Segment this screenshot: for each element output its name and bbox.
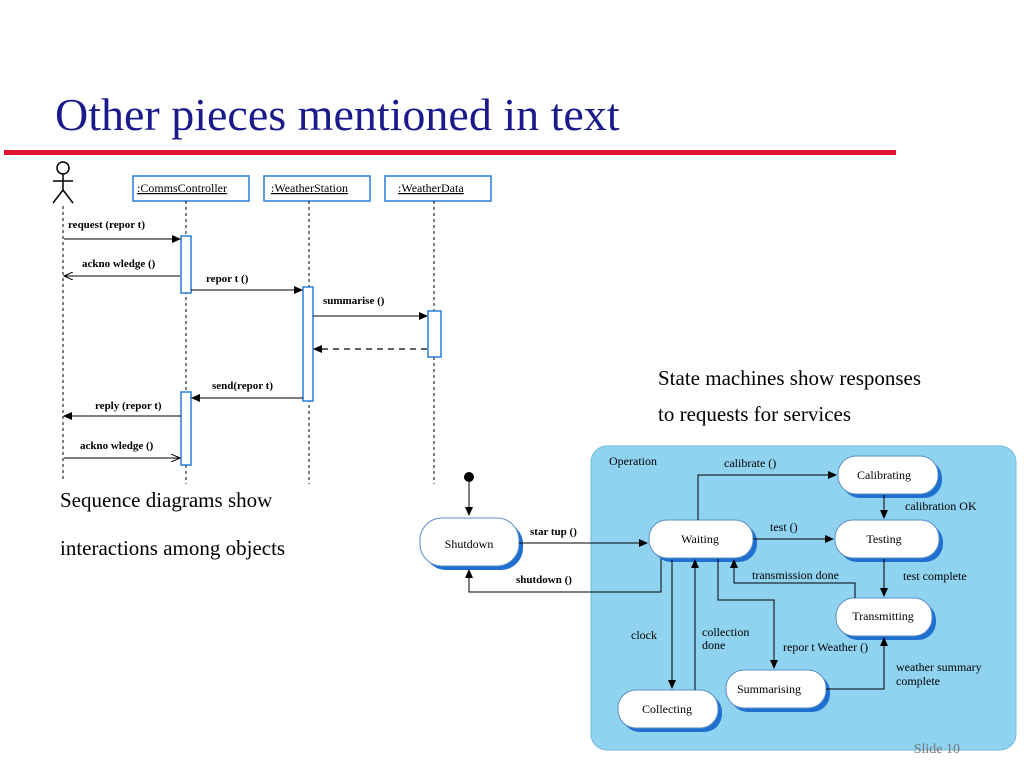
state-label: Summarising	[737, 682, 801, 696]
sequence-caption-line1: Sequence diagrams show	[60, 488, 273, 512]
state-label: Calibrating	[857, 468, 911, 482]
transition-label-collection-done-2: done	[702, 638, 725, 652]
state-label: Collecting	[642, 702, 692, 716]
sequence-caption-line2: interactions among objects	[60, 536, 286, 560]
state-testing: Testing	[834, 519, 943, 562]
message-label-report: repor t ()	[206, 273, 249, 285]
transition-label-calibration-ok: calibration OK	[905, 499, 977, 513]
message-label-request: request (repor t)	[68, 219, 145, 231]
transition-label-weather-summary-1: weather summary	[896, 660, 982, 674]
sequence-diagram: :CommsController :WeatherStation :Weathe…	[52, 161, 492, 484]
transition-report-weather	[717, 559, 778, 669]
state-caption-line1: State machines show responses	[658, 366, 922, 390]
actor-icon	[52, 161, 74, 204]
transition-label-calibrate: calibrate ()	[724, 456, 776, 470]
transition-label-report-weather: repor t Weather ()	[783, 640, 868, 654]
transition-calibrate	[697, 471, 837, 520]
object-box-weather-station: :WeatherStation	[263, 175, 371, 202]
initial-state-dot	[464, 472, 474, 482]
transition-label-collection-done-1: collection	[702, 625, 749, 639]
object-label: :WeatherData	[398, 181, 464, 195]
message-label-acknowledge-2: ackno wledge ()	[80, 440, 154, 452]
state-waiting: Waiting	[648, 519, 757, 562]
activation-bar	[180, 235, 192, 294]
state-caption-line2: to requests for services	[658, 402, 852, 426]
object-box-comms-controller: :CommsController	[132, 175, 250, 202]
activation-bar	[302, 286, 314, 402]
transition-label-clock: clock	[631, 628, 657, 642]
state-label: Transmitting	[852, 609, 914, 623]
operation-region-label: Operation	[609, 454, 657, 468]
object-label: :CommsController	[137, 181, 227, 195]
state-shutdown: Shutdown	[419, 517, 523, 570]
slide-title: Other pieces mentioned in text	[55, 89, 620, 140]
state-calibrating: Calibrating	[837, 455, 942, 498]
message-label-reply: reply (repor t)	[95, 400, 162, 412]
state-label: Shutdown	[445, 537, 494, 551]
state-label: Testing	[866, 532, 901, 546]
title-underline	[4, 150, 896, 155]
state-summarising: Summarising	[725, 669, 830, 712]
transition-label-weather-summary-2: complete	[896, 674, 940, 688]
transition-label-shutdown: shutdown ()	[516, 574, 572, 586]
activation-bar	[180, 391, 192, 466]
transition-weather-summary-complete	[826, 637, 888, 690]
transition-shutdown	[465, 559, 662, 593]
transition-transmission-done	[730, 559, 856, 598]
transition-label-test: test ()	[770, 520, 798, 534]
object-box-weather-data: :WeatherData	[384, 175, 492, 202]
transition-label-transmission-done: transmission done	[752, 568, 839, 582]
slide-number: Slide 10	[913, 742, 960, 757]
state-collecting: Collecting	[617, 689, 722, 732]
object-label: :WeatherStation	[271, 181, 348, 195]
state-transmitting: Transmitting	[835, 597, 936, 640]
message-label-send: send(repor t)	[212, 380, 273, 392]
state-diagram: Operation Shutdown Waiting Calibrating T…	[419, 445, 1017, 751]
message-label-summarise: summarise ()	[323, 295, 385, 307]
activation-bar	[427, 310, 442, 358]
transition-label-test-complete: test complete	[903, 569, 967, 583]
message-label-acknowledge: ackno wledge ()	[82, 258, 156, 270]
transition-label-startup: star tup ()	[530, 526, 577, 538]
state-label: Waiting	[681, 532, 719, 546]
